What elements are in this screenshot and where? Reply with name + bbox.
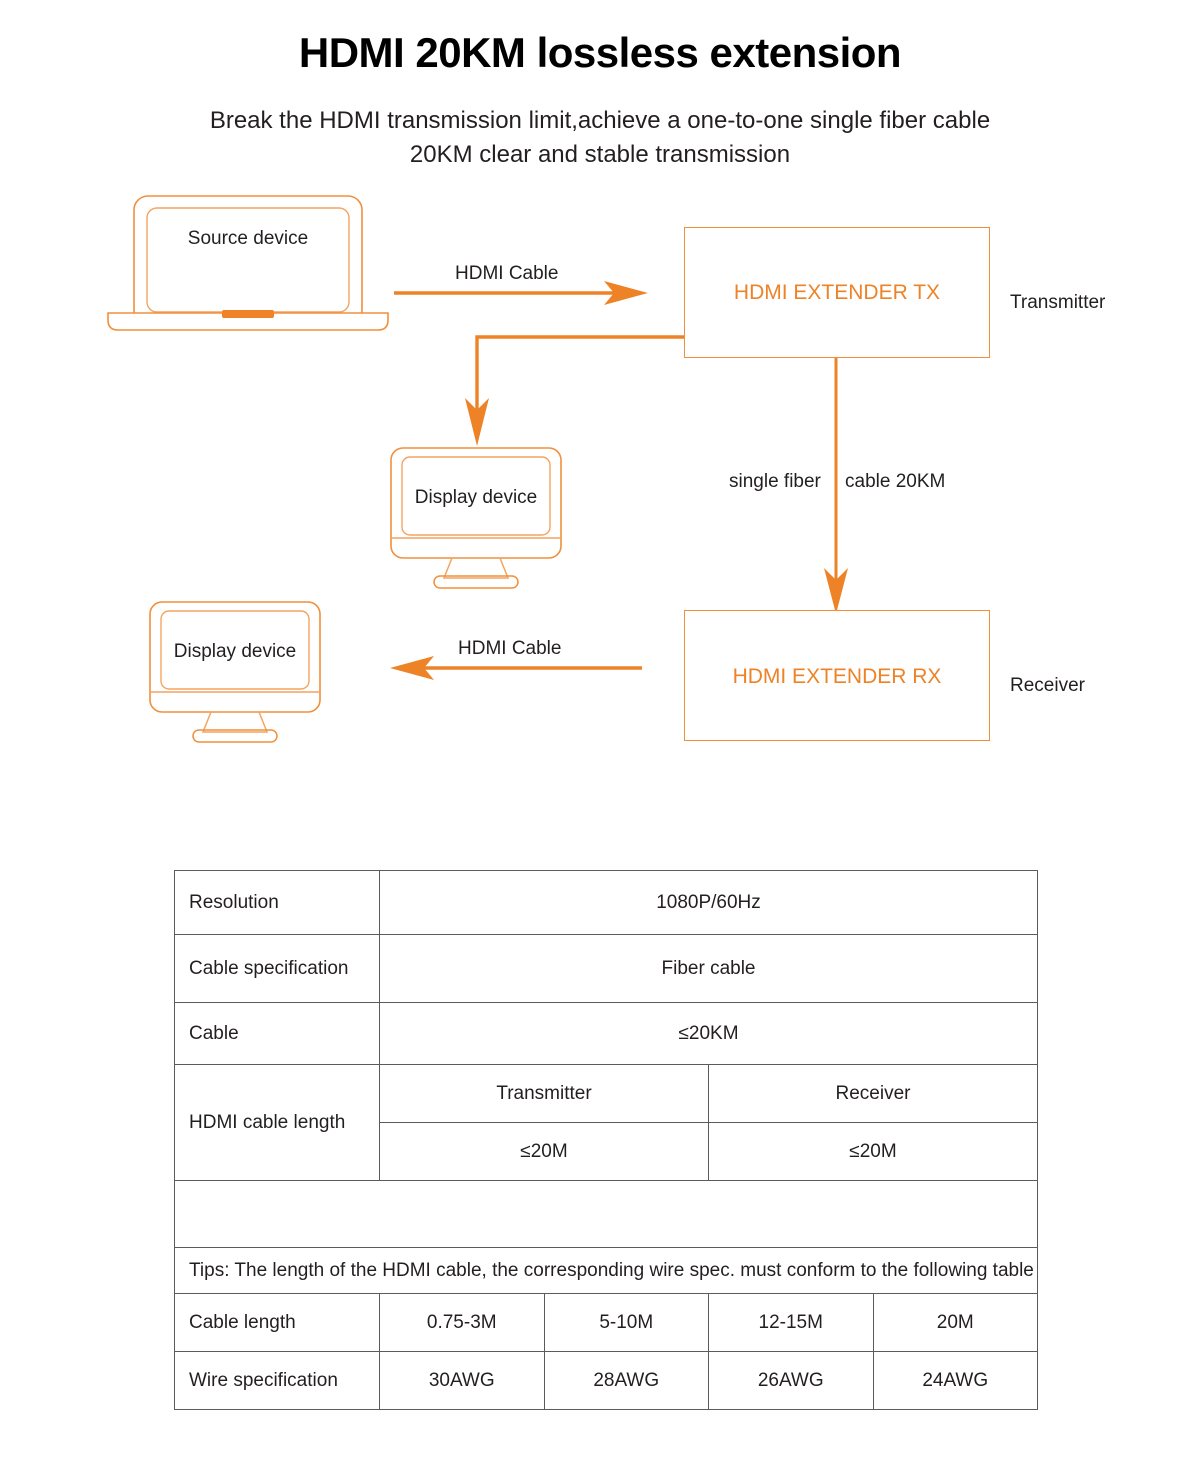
source-device-label: Source device [187,228,309,249]
monitor-icon-bottom [149,601,321,743]
fiber-cable-arrow [824,358,848,614]
row-label-resolution: Resolution [174,870,380,935]
table-row: Resolution 1080P/60Hz [174,870,1038,935]
table-row: Cable ≤20KM [174,1002,1038,1065]
hdmi-elbow-arrow [465,335,684,446]
hdmi-cable-bottom-label: HDMI Cable [458,638,562,659]
hdmi-cable-arrow-bottom [390,656,642,680]
table-row: Cable specification Fiber cable [174,934,1038,1003]
sub-header-transmitter: Transmitter [379,1064,709,1123]
table-row: ≤20M ≤20M [175,1122,1038,1181]
row-label-cable-length: Cable length [174,1293,380,1352]
row-label-hdmi-cable-length: HDMI cable length [174,1064,380,1181]
display-device-top-label: Display device [414,487,538,508]
wire-spec-value-4: 24AWG [872,1351,1038,1410]
cable-length-value-3: 12-15M [708,1293,874,1352]
specification-table: Resolution 1080P/60Hz Cable specificatio… [174,870,1038,1410]
wire-spec-value-1: 30AWG [379,1351,545,1410]
fiber-cable-label-right: cable 20KM [845,471,946,492]
monitor-icon-middle [390,447,562,589]
table-row: Cable length 0.75-3M 5-10M 12-15M 20M [174,1293,1038,1352]
row-label-cable: Cable [174,1002,380,1065]
hdmi-cable-top-label: HDMI Cable [455,263,559,284]
sub-value-receiver: ≤20M [708,1122,1038,1181]
hdmi-cable-arrow-top [394,281,648,305]
display-device-bottom-label: Display device [173,641,297,662]
cable-length-value-1: 0.75-3M [379,1293,545,1352]
receiver-label: Receiver [1010,675,1085,696]
row-value-resolution: 1080P/60Hz [379,870,1038,935]
table-row: Tips: The length of the HDMI cable, the … [174,1247,1038,1294]
laptop-icon [107,195,389,331]
page-subtitle: Break the HDMI transmission limit,achiev… [209,107,991,168]
connection-diagram: Source device Display device Display dev… [0,180,1200,780]
cable-length-value-4: 20M [872,1293,1038,1352]
table-row-empty [174,1180,1038,1248]
page-title: HDMI 20KM lossless extension [298,29,902,76]
hdmi-extender-tx-box [684,227,990,358]
fiber-cable-label-left: single fiber [729,471,821,492]
row-label-wire-specification: Wire specification [174,1351,380,1410]
wire-spec-value-2: 28AWG [543,1351,709,1410]
hdmi-extender-rx-label: HDMI EXTENDER RX [732,665,942,688]
row-value-cable-specification: Fiber cable [379,934,1038,1003]
row-label-cable-specification: Cable specification [174,934,380,1003]
diagram-graphics [107,195,848,743]
transmitter-label: Transmitter [1010,292,1106,313]
tips-note: Tips: The length of the HDMI cable, the … [174,1247,1038,1294]
cable-length-value-2: 5-10M [543,1293,709,1352]
table-row: HDMI cable length Transmitter Receiver [174,1064,1038,1181]
row-value-cable: ≤20KM [379,1002,1038,1065]
hdmi-extender-rx-box [684,610,990,741]
sub-value-transmitter: ≤20M [379,1122,709,1181]
empty-spacer-cell [174,1180,1038,1248]
wire-spec-value-3: 26AWG [708,1351,874,1410]
sub-header-receiver: Receiver [708,1064,1038,1123]
table-row: Wire specification 30AWG 28AWG 26AWG 24A… [174,1351,1038,1410]
hdmi-extender-tx-label: HDMI EXTENDER TX [733,281,941,304]
